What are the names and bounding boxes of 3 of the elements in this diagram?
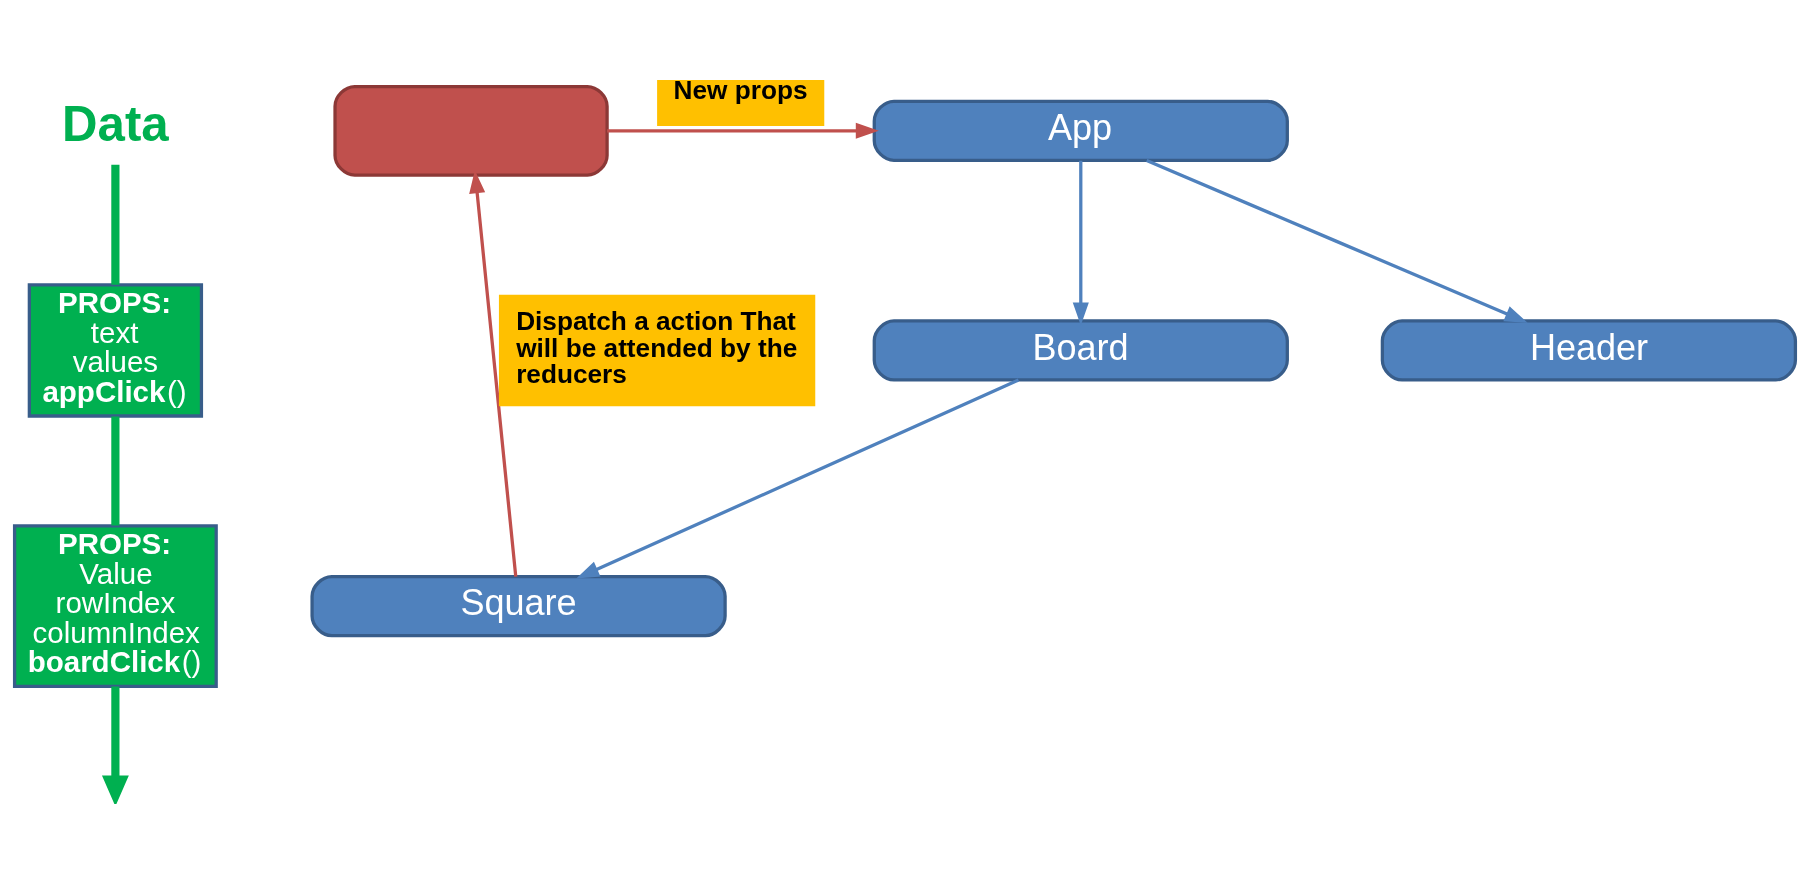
edge-label: Dispatch a action That will be attended by the reducers: [516, 306, 798, 389]
edge-label: New props: [673, 75, 808, 106]
node-text: Data: [62, 96, 169, 152]
